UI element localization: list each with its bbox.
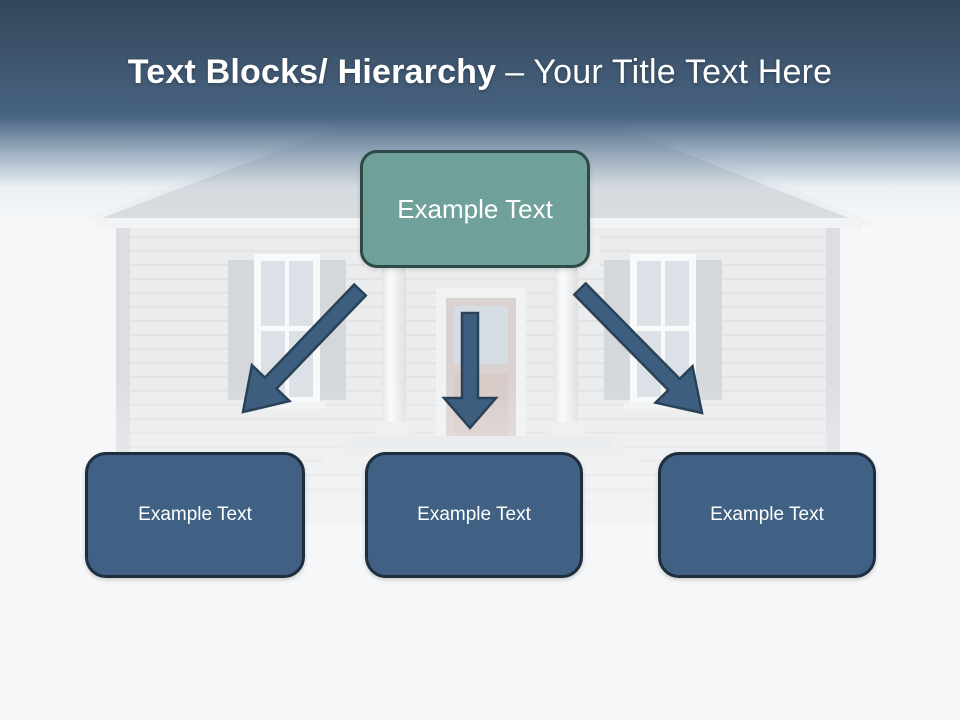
slide-title: Text Blocks/ Hierarchy– Your Title Text … xyxy=(0,52,960,92)
child-text-block-3-label: Example Text xyxy=(710,504,824,525)
child-text-block-2-label: Example Text xyxy=(417,504,531,525)
slide-title-regular: – Your Title Text Here xyxy=(505,53,833,91)
parent-text-block: Example Text xyxy=(360,150,590,268)
child-text-block-1: Example Text xyxy=(85,452,305,578)
child-text-block-1-label: Example Text xyxy=(138,504,252,525)
child-text-block-2: Example Text xyxy=(365,452,583,578)
slide-title-bold: Text Blocks/ Hierarchy xyxy=(127,53,497,91)
parent-text-block-label: Example Text xyxy=(397,193,553,224)
child-text-block-3: Example Text xyxy=(658,452,876,578)
